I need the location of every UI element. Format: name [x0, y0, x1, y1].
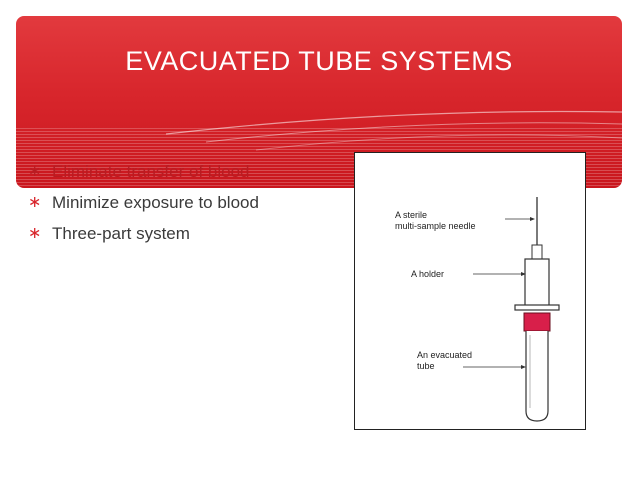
banner-swoosh [165, 110, 622, 151]
needle-label-line1: A sterile [395, 210, 428, 220]
bullet-item: ∗ Eliminate transfer of blood [28, 156, 259, 187]
slide-title: EVACUATED TUBE SYSTEMS [125, 46, 513, 76]
bullet-marker: ∗ [28, 225, 42, 242]
bullet-text: Minimize exposure to blood [52, 193, 259, 212]
holder-body [524, 258, 550, 308]
needle-label-line2: multi-sample needle [395, 221, 476, 231]
holder-label: A holder [411, 269, 445, 279]
tube-system-illustration [463, 197, 560, 422]
tube-body [525, 331, 549, 422]
bullet-item: ∗ Three-part system [28, 218, 259, 249]
bullet-text: Eliminate transfer of blood [52, 162, 250, 181]
evacuated-tube-diagram: A sterile multi-sample needle A holder A… [354, 152, 586, 430]
bullet-list: ∗ Eliminate transfer of blood ∗ Minimize… [28, 156, 259, 249]
bullet-marker: ∗ [28, 163, 42, 180]
bullet-text: Three-part system [52, 224, 190, 243]
bullet-item: ∗ Minimize exposure to blood [28, 187, 259, 218]
bullet-marker: ∗ [28, 194, 42, 211]
tube-label-line2: tube [417, 361, 435, 371]
tube-stopper [523, 312, 551, 332]
needle-hub [531, 244, 543, 260]
holder-flange [514, 304, 560, 311]
tube-label-line1: An evacuated [417, 350, 473, 360]
